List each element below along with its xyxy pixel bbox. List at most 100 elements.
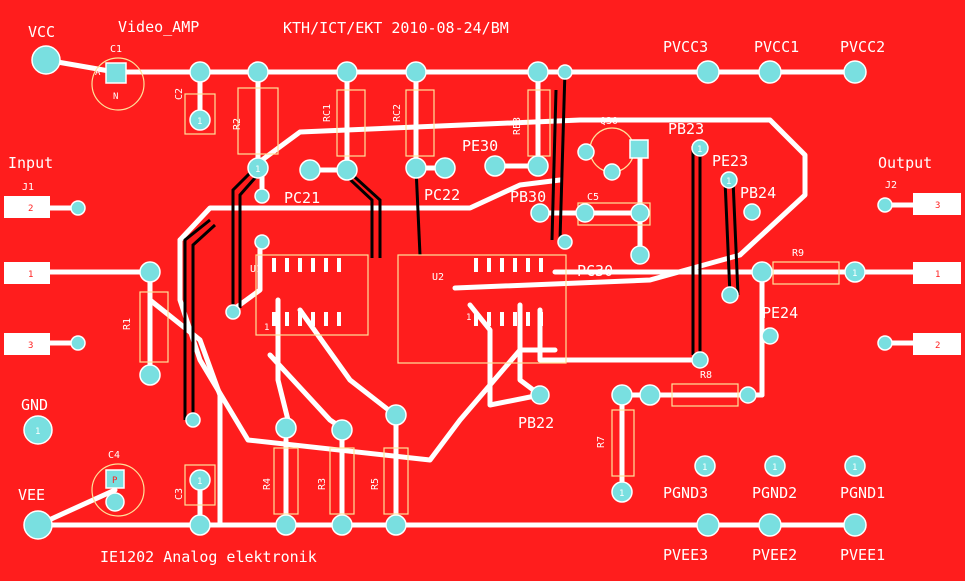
svg-text:1: 1 [197, 477, 202, 487]
svg-text:1: 1 [852, 269, 857, 279]
pad-numbers: 1 1 1 1 1 1 1 1 1 1 1 N A P 1 1 [35, 68, 857, 499]
pe23-label: PE23 [712, 152, 748, 170]
j1-pin3-num: 3 [28, 341, 33, 351]
svg-text:1: 1 [852, 463, 857, 473]
pvcc1-label: PVCC1 [754, 38, 799, 56]
pvee1-label: PVEE1 [840, 546, 885, 564]
svg-text:1: 1 [197, 117, 202, 127]
pc22-label: PC22 [424, 186, 460, 204]
c5-label: C5 [587, 192, 599, 203]
j1-pin3-pad [4, 333, 50, 355]
c2-label: C2 [174, 88, 185, 100]
svg-text:1: 1 [466, 313, 471, 323]
j1-pin2-num: 2 [28, 204, 33, 214]
svg-text:1: 1 [772, 463, 777, 473]
svg-text:A: A [95, 68, 101, 78]
course-label: IE1202 Analog elektronik [100, 548, 317, 566]
pgnd2-label: PGND2 [752, 484, 797, 502]
j2-pin1-pad [913, 262, 961, 284]
c1-label: C1 [110, 44, 122, 55]
pvee3-pad [696, 513, 720, 537]
pvee2-label: PVEE2 [752, 546, 797, 564]
svg-text:1: 1 [619, 489, 624, 499]
pe24-label: PE24 [762, 304, 798, 322]
u2-label: U2 [432, 272, 444, 283]
j2-pin1-num: 1 [935, 270, 940, 280]
pvee1-pad [843, 513, 867, 537]
re3-label: RE3 [512, 117, 523, 135]
pvcc3-pad [696, 60, 720, 84]
j2-pin3-num: 3 [935, 201, 940, 211]
pb24-label: PB24 [740, 184, 776, 202]
project-name: Video_AMP [118, 18, 199, 36]
pvee3-label: PVEE3 [663, 546, 708, 564]
r4-label: R4 [262, 478, 273, 490]
silk-outlines [91, 57, 840, 517]
pvcc2-label: PVCC2 [840, 38, 885, 56]
j1-pin1-num: 1 [28, 270, 33, 280]
pc30-label: PC30 [577, 262, 613, 280]
c3-label: C3 [174, 488, 185, 500]
pb22-label: PB22 [518, 414, 554, 432]
svg-text:1: 1 [726, 177, 731, 187]
c4-label: C4 [108, 450, 120, 461]
gnd-pad [23, 415, 53, 445]
pgnd1-pad [844, 455, 866, 477]
testpoint-labels: PC21 PC22 PE30 PB30 PC30 PB23 PE23 PB24 … [284, 120, 798, 432]
pgnd3-label: PGND3 [663, 484, 708, 502]
j2-pin2-num: 2 [935, 341, 940, 351]
svg-text:1: 1 [702, 463, 707, 473]
pc21-label: PC21 [284, 189, 320, 207]
smd-pins [272, 258, 543, 326]
org-date: KTH/ICT/EKT 2010-08-24/BM [283, 19, 509, 37]
vee-pad [23, 510, 53, 540]
vcc-pad [31, 45, 61, 75]
pe30-label: PE30 [462, 137, 498, 155]
j1-pin2-pad [4, 196, 50, 218]
square-pads [105, 62, 649, 489]
j1-label: J1 [22, 182, 34, 193]
r7-label: R7 [596, 436, 607, 448]
r3-label: R3 [317, 478, 328, 490]
pgnd2-pad [764, 455, 786, 477]
r2-label: R2 [232, 118, 243, 130]
svg-text:1: 1 [264, 323, 269, 333]
q30-label: Q30 [600, 116, 618, 127]
svg-text:P: P [112, 476, 118, 486]
r5-label: R5 [370, 478, 381, 490]
designators: C1 C2 R2 RC1 RC2 RE3 Q30 C5 U1 U2 R1 R9 … [108, 44, 804, 500]
u1-label: U1 [250, 264, 262, 275]
j2-pin2-pad [913, 333, 961, 355]
pvcc1-pad [758, 60, 782, 84]
rc2-label: RC2 [392, 104, 403, 122]
bottom-traces [183, 69, 740, 420]
j2-pin3-pad [913, 193, 961, 215]
rc1-label: RC1 [322, 104, 333, 122]
pvcc2-pad [843, 60, 867, 84]
pb30-label: PB30 [510, 188, 546, 206]
svg-text:N: N [113, 92, 118, 102]
j1-pin1-pad [4, 262, 50, 284]
input-label: Input [8, 154, 53, 172]
pvcc3-label: PVCC3 [663, 38, 708, 56]
output-label: Output [878, 154, 932, 172]
pb23-label: PB23 [668, 120, 704, 138]
pgnd1-label: PGND1 [840, 484, 885, 502]
gnd-label: GND [21, 396, 48, 414]
pgnd3-pad [694, 455, 716, 477]
pvee2-pad [758, 513, 782, 537]
connector-pads [4, 193, 961, 355]
r1-label: R1 [122, 318, 133, 330]
vcc-label: VCC [28, 23, 55, 41]
r8-label: R8 [700, 370, 712, 381]
svg-text:1: 1 [697, 145, 702, 155]
svg-text:1: 1 [35, 427, 40, 437]
top-traces [17, 57, 948, 528]
pads [23, 45, 893, 540]
connector-pin-numbers: 2 1 3 3 1 2 [28, 201, 940, 351]
svg-text:1: 1 [255, 165, 260, 175]
vee-label: VEE [18, 486, 45, 504]
j2-label: J2 [885, 180, 897, 191]
